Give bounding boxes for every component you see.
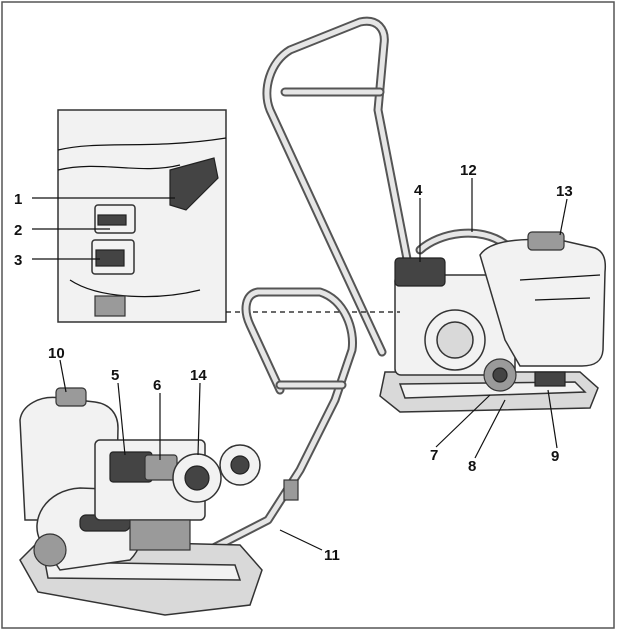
fuel-valve-housing [394, 257, 446, 287]
callout-numbers: 1 2 3 4 5 6 7 8 9 10 11 12 13 14 [14, 162, 573, 564]
callout-10: 10 [48, 345, 65, 362]
callout-14: 14 [190, 367, 207, 384]
inset-detail [57, 109, 227, 323]
fuel-cap [144, 454, 178, 481]
fuel-tap [95, 249, 125, 267]
callout-3: 3 [14, 252, 22, 269]
left-machine [19, 287, 358, 616]
throttle-lever [169, 157, 219, 211]
right-water-tank [479, 238, 607, 367]
tank-cap [527, 231, 565, 251]
handle-bolt [283, 479, 299, 501]
tank-cap [55, 387, 87, 407]
callout-7: 7 [430, 447, 438, 464]
callout-12: 12 [460, 162, 477, 179]
callout-8: 8 [468, 458, 476, 475]
choke-lever [97, 214, 127, 226]
callout-4: 4 [414, 182, 423, 199]
callout-13: 13 [556, 183, 573, 200]
water-valve [534, 371, 566, 387]
callout-6: 6 [153, 377, 161, 394]
inset-box [57, 109, 227, 323]
callout-9: 9 [551, 448, 559, 465]
callout-1: 1 [14, 191, 22, 208]
leader-lines [32, 178, 568, 551]
left-handle [185, 287, 358, 565]
right-machine [262, 16, 607, 413]
callout-11: 11 [324, 547, 340, 564]
callout-5: 5 [111, 367, 119, 384]
callout-2: 2 [14, 222, 22, 239]
